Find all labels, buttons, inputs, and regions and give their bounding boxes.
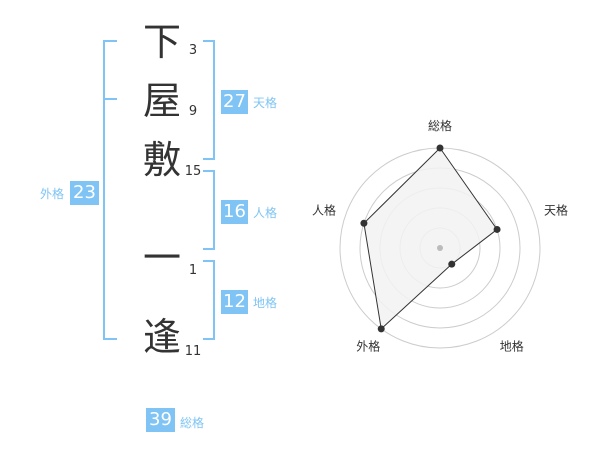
radar-point-3 <box>448 260 456 268</box>
stroke-count-1: 3 <box>188 43 198 58</box>
jinkaku-value: 16 <box>221 200 248 224</box>
radar-point-4 <box>377 325 385 333</box>
radar-center-dot <box>437 245 443 251</box>
jinkaku-label: 人格 <box>253 206 278 220</box>
radar-point-1 <box>436 144 444 152</box>
stroke-count-4: 1 <box>188 263 198 278</box>
name-char-5: 逢 <box>142 315 181 359</box>
gaikaku-value: 23 <box>70 181 99 205</box>
chikaku-label: 地格 <box>253 296 278 310</box>
tenkaku-label: 天格 <box>253 96 278 110</box>
radar-axis-label-4: 外格 <box>356 339 380 354</box>
radar-point-2 <box>493 225 501 233</box>
radar-axis-label-2: 天格 <box>544 202 568 217</box>
radar-area <box>363 147 498 330</box>
stroke-count-2: 9 <box>188 104 198 119</box>
stroke-count-5: 11 <box>184 344 202 359</box>
gaikaku-label: 外格 <box>40 187 65 201</box>
radar-point-5 <box>360 219 368 227</box>
name-char-2: 屋 <box>142 79 181 123</box>
stroke-count-3: 15 <box>184 164 202 179</box>
name-char-4: 一 <box>142 236 181 280</box>
chikaku-value: 12 <box>221 290 248 314</box>
soukaku-label: 総格 <box>180 416 205 430</box>
name-char-1: 下 <box>142 20 181 64</box>
tenkaku-value: 27 <box>221 90 248 114</box>
name-char-3: 敷 <box>142 138 181 182</box>
radar-axis-label-1: 総格 <box>428 118 452 133</box>
radar-axis-label-5: 人格 <box>312 202 336 217</box>
soukaku-value: 39 <box>146 408 175 432</box>
radar-axis-label-3: 地格 <box>500 339 524 354</box>
